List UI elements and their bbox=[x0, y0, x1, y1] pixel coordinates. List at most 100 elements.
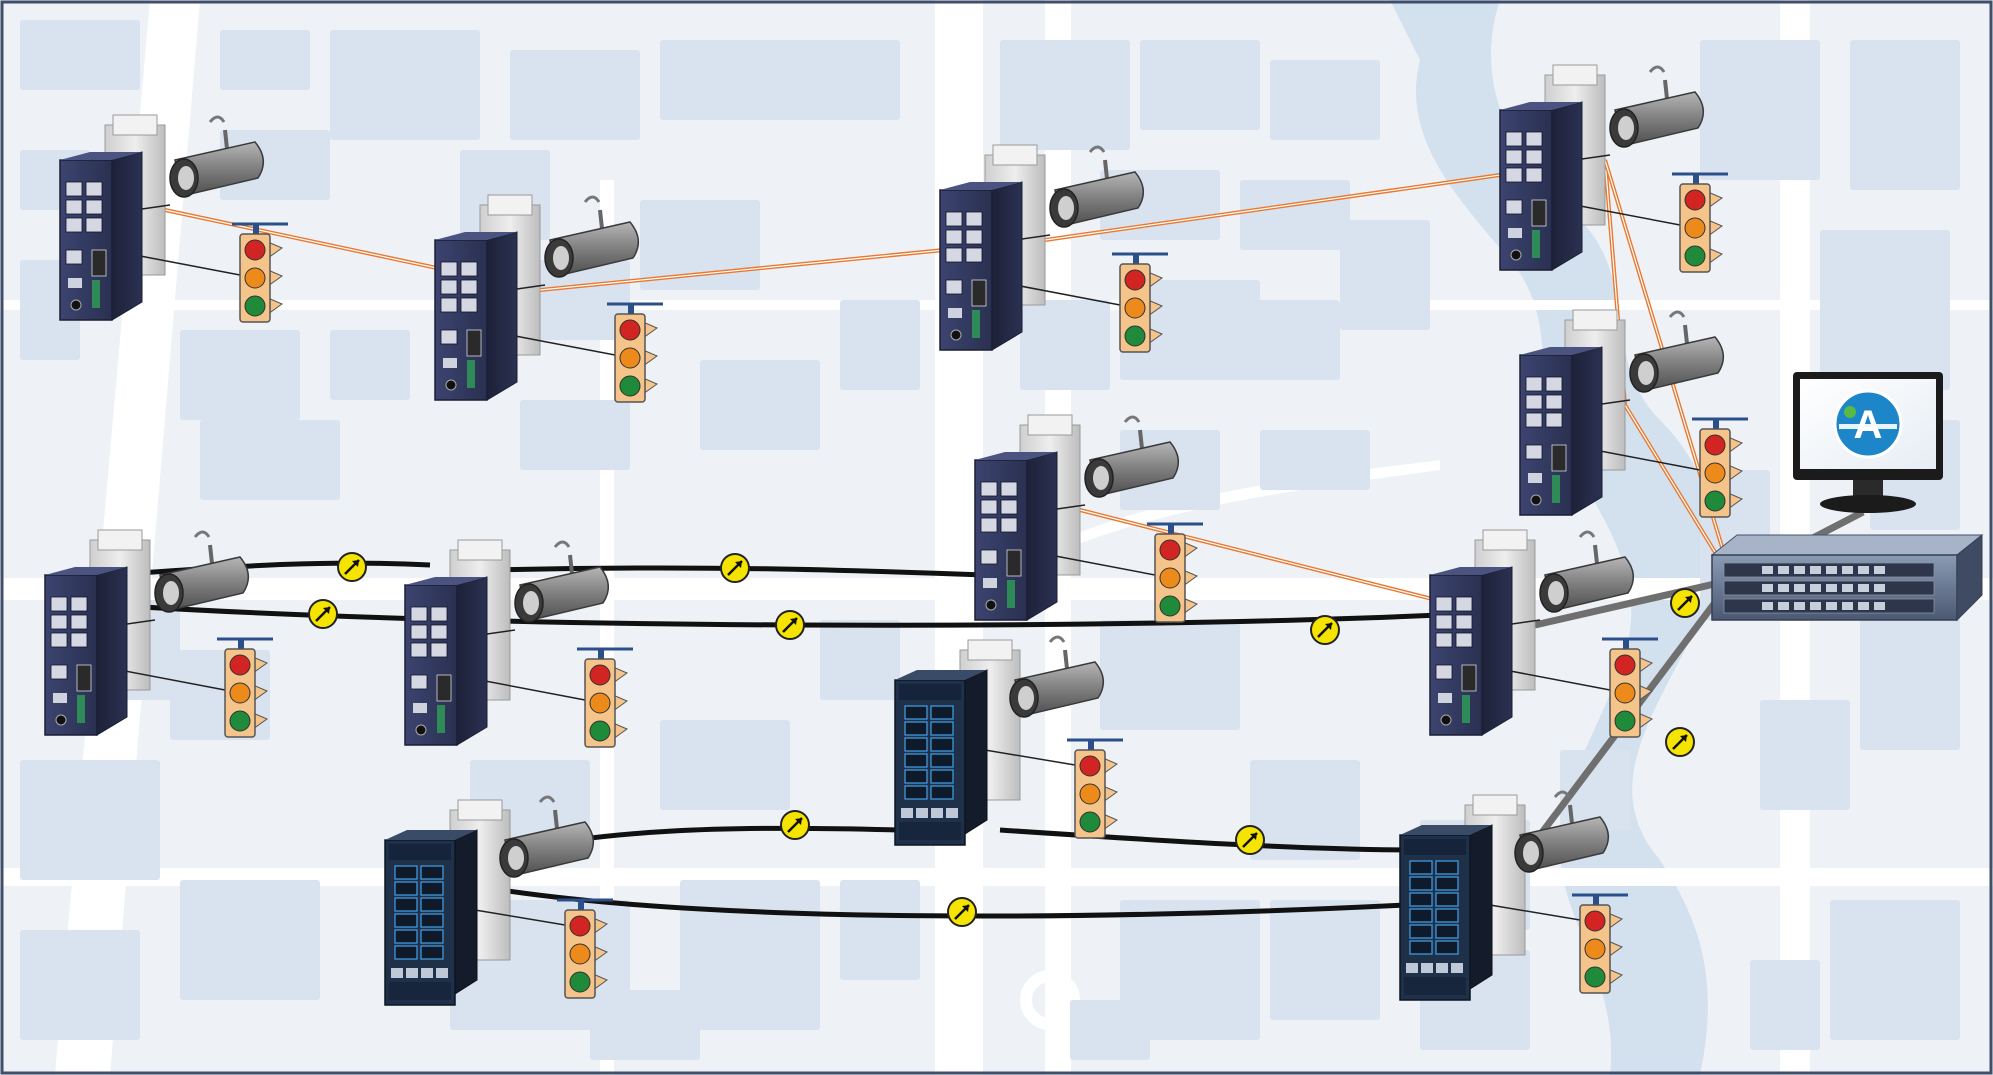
city-block bbox=[1270, 60, 1380, 140]
signal-cable bbox=[474, 909, 566, 926]
city-block bbox=[1270, 900, 1380, 1020]
site-s5 bbox=[1519, 309, 1748, 518]
traffic-light-icon bbox=[1602, 637, 1658, 738]
chassis-port bbox=[1794, 602, 1805, 610]
pole-cap bbox=[1482, 529, 1528, 551]
chassis-port bbox=[1778, 566, 1789, 574]
chassis-port bbox=[1874, 584, 1885, 592]
din-switch-icon bbox=[44, 566, 128, 736]
din-switch-icon bbox=[1499, 101, 1583, 271]
rack-switch-icon bbox=[384, 829, 478, 1006]
city-block bbox=[1760, 700, 1850, 810]
site-s12 bbox=[1399, 790, 1628, 1001]
city-block bbox=[1140, 40, 1260, 130]
link-s5-chassis bbox=[1623, 403, 1734, 582]
traffic-light-icon bbox=[1147, 522, 1203, 623]
network-sites bbox=[44, 64, 1748, 1006]
chassis-port bbox=[1778, 584, 1789, 592]
pole-cap bbox=[112, 114, 158, 136]
copper-line bbox=[109, 560, 431, 578]
fiber-core bbox=[1624, 404, 1733, 581]
pole-cap bbox=[1027, 414, 1073, 436]
signal-cable bbox=[1574, 204, 1681, 226]
signal-cable bbox=[134, 254, 241, 276]
chassis-port bbox=[1794, 566, 1805, 574]
chassis-port bbox=[1810, 566, 1821, 574]
city-block bbox=[20, 760, 160, 880]
city-block bbox=[1240, 180, 1350, 250]
camera-icon bbox=[499, 795, 594, 878]
traffic-light-icon bbox=[607, 302, 663, 403]
din-switch-icon bbox=[59, 151, 143, 321]
chassis-side bbox=[1956, 533, 1983, 622]
city-block bbox=[180, 880, 320, 1000]
chassis-port bbox=[1762, 584, 1773, 592]
signal-cable bbox=[509, 334, 616, 356]
pole-cap bbox=[487, 194, 533, 216]
city-block bbox=[820, 40, 900, 120]
site-s4 bbox=[1499, 64, 1728, 273]
link-marker bbox=[775, 610, 805, 640]
city-block bbox=[1830, 900, 1960, 1040]
signal-cable bbox=[119, 669, 226, 691]
traffic-light-icon bbox=[577, 647, 633, 748]
city-block bbox=[330, 330, 410, 400]
core-chassis bbox=[1710, 533, 1984, 622]
link-s7-s8 bbox=[109, 560, 431, 578]
link-marker bbox=[1310, 615, 1340, 645]
chassis-port bbox=[1762, 566, 1773, 574]
chassis-port bbox=[1842, 584, 1853, 592]
chassis-port bbox=[1826, 566, 1837, 574]
city-block bbox=[200, 420, 340, 500]
city-block bbox=[1250, 760, 1360, 860]
city-block bbox=[680, 880, 820, 1030]
link-marker bbox=[1665, 727, 1695, 757]
city-block bbox=[700, 360, 820, 450]
chassis-port bbox=[1858, 602, 1869, 610]
chassis-port bbox=[1858, 584, 1869, 592]
city-block bbox=[1120, 900, 1260, 1040]
pole-cap bbox=[97, 529, 143, 551]
city-block bbox=[330, 30, 480, 140]
city-block bbox=[1560, 750, 1630, 830]
city-block bbox=[1700, 40, 1820, 180]
traffic-light-icon bbox=[1112, 252, 1168, 353]
rack-switch-icon bbox=[1399, 824, 1493, 1001]
city-block bbox=[840, 300, 920, 390]
camera-icon bbox=[1009, 635, 1104, 718]
city-block bbox=[1850, 40, 1960, 190]
camera-icon bbox=[1539, 530, 1634, 613]
city-block bbox=[1750, 960, 1820, 1050]
camera-icon bbox=[1049, 145, 1144, 228]
city-block bbox=[180, 330, 300, 420]
uplink-line bbox=[1534, 576, 1733, 629]
rack-switch-icon bbox=[894, 669, 988, 846]
camera-icon bbox=[154, 530, 249, 613]
traffic-light-icon bbox=[1692, 417, 1748, 518]
din-switch-icon bbox=[974, 451, 1058, 621]
city-block bbox=[1820, 230, 1950, 390]
camera-icon bbox=[544, 195, 639, 278]
chassis-port bbox=[1874, 566, 1885, 574]
city-block bbox=[1240, 300, 1340, 380]
city-block bbox=[1000, 40, 1130, 150]
pole-cap bbox=[1552, 64, 1598, 86]
link-marker bbox=[308, 599, 338, 629]
site-s8 bbox=[404, 539, 633, 748]
pole-cap bbox=[992, 144, 1038, 166]
site-s3 bbox=[939, 144, 1168, 353]
link-s9-chassis bbox=[1534, 576, 1733, 629]
city-block bbox=[220, 30, 310, 90]
traffic-light-icon bbox=[1672, 172, 1728, 273]
app-logo-icon: A bbox=[1833, 389, 1903, 459]
traffic-light-icon bbox=[1572, 893, 1628, 994]
chassis-top bbox=[1710, 534, 1984, 556]
city-block bbox=[1070, 1000, 1150, 1060]
pole-cap bbox=[1572, 309, 1618, 331]
din-switch-icon bbox=[1519, 346, 1603, 516]
link-marker bbox=[1670, 588, 1700, 618]
link-marker bbox=[337, 552, 367, 582]
city-block bbox=[820, 620, 900, 700]
